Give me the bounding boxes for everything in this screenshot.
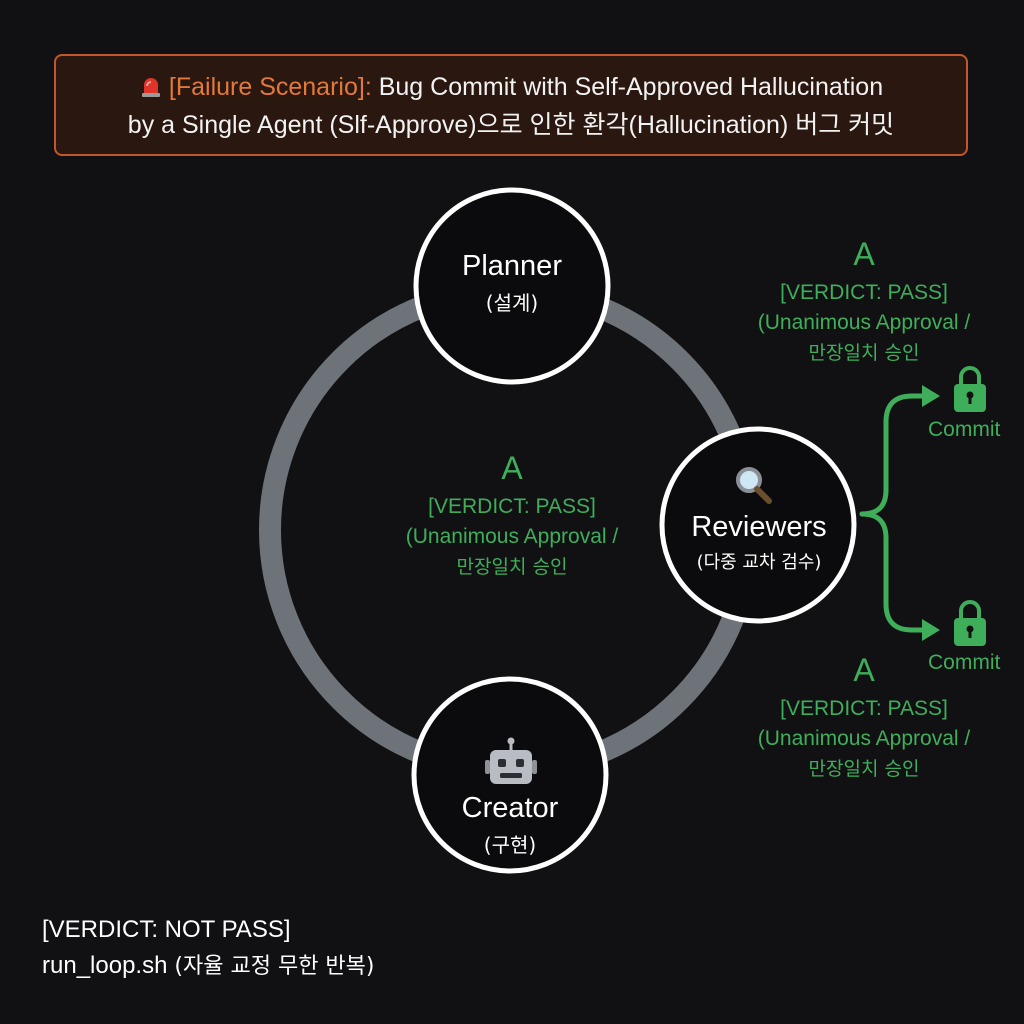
reviewers-label: Reviewers (다중 교차 검수) [670, 511, 848, 574]
bottom-commit-label: Commit [928, 651, 1001, 674]
top-commit-label: Commit [928, 418, 1001, 441]
run-loop-script: run_loop.sh [42, 952, 168, 979]
commit-branch-arrows [859, 393, 929, 633]
center-verdict-line-2: (Unanimous Approval / [405, 525, 619, 548]
top-right-verdict-line-3: 만장일치 승인 [808, 342, 920, 364]
banner-line-2: by a Single Agent (Slf-Approve)으로 인한 환각(… [127, 111, 895, 139]
banner-title: Bug Commit with Self-Approved Hallucinat… [371, 73, 884, 101]
planner-subtitle: (설계) [485, 291, 539, 315]
reviewers-subtitle: (다중 교차 검수) [696, 552, 822, 573]
reviewers-title: Reviewers [691, 511, 827, 543]
bottom-right-verdict-line-1: [VERDICT: PASS] [780, 697, 948, 720]
magnifier-icon [736, 467, 772, 504]
planner-node[interactable] [413, 187, 611, 385]
lock-icon [954, 600, 986, 646]
arrow-head-bottom [922, 619, 940, 641]
bottom-right-verdict: A [VERDICT: PASS] (Unanimous Approval / … [714, 650, 1014, 784]
arrow-to-bottom-commit [859, 511, 929, 633]
siren-icon [141, 78, 160, 97]
loop-footer: [VERDICT: NOT PASS] run_loop.sh (자율 교정 무… [42, 912, 375, 985]
top-right-verdict-line-2: (Unanimous Approval / [757, 311, 971, 334]
run-loop-line: run_loop.sh (자율 교정 무한 반복) [42, 948, 375, 985]
not-pass-verdict: [VERDICT: NOT PASS] [42, 916, 291, 943]
creator-subtitle: (구현) [483, 833, 537, 857]
robot-icon [485, 737, 537, 784]
top-right-verdict-line-1: [VERDICT: PASS] [780, 281, 948, 304]
center-verdict-line-1: [VERDICT: PASS] [428, 495, 596, 518]
center-verdict-line-3: 만장일치 승인 [456, 556, 568, 578]
arrow-to-top-commit [859, 393, 929, 517]
reviewers-node[interactable] [659, 426, 857, 624]
lock-icon [954, 366, 986, 412]
banner-line-1: [Failure Scenario]: Bug Commit with Self… [56, 68, 966, 106]
center-verdict-grade: A [501, 450, 523, 486]
center-verdict: A [VERDICT: PASS] (Unanimous Approval / … [362, 448, 662, 582]
bottom-right-verdict-line-3: 만장일치 승인 [808, 758, 920, 780]
top-right-verdict: A [VERDICT: PASS] (Unanimous Approval / … [714, 234, 1014, 368]
banner-tag: [Failure Scenario]: [168, 73, 372, 101]
planner-label: Planner (설계) [432, 250, 592, 316]
planner-title: Planner [462, 250, 562, 282]
creator-label: Creator (구현) [430, 792, 590, 858]
run-loop-description: (자율 교정 무한 반복) [167, 954, 375, 979]
top-right-verdict-grade: A [853, 236, 875, 272]
bottom-right-verdict-line-2: (Unanimous Approval / [757, 727, 971, 750]
creator-title: Creator [461, 792, 559, 824]
bottom-right-verdict-grade: A [853, 652, 875, 688]
arrow-head-top [922, 385, 940, 407]
failure-scenario-banner: [Failure Scenario]: Bug Commit with Self… [54, 54, 968, 156]
